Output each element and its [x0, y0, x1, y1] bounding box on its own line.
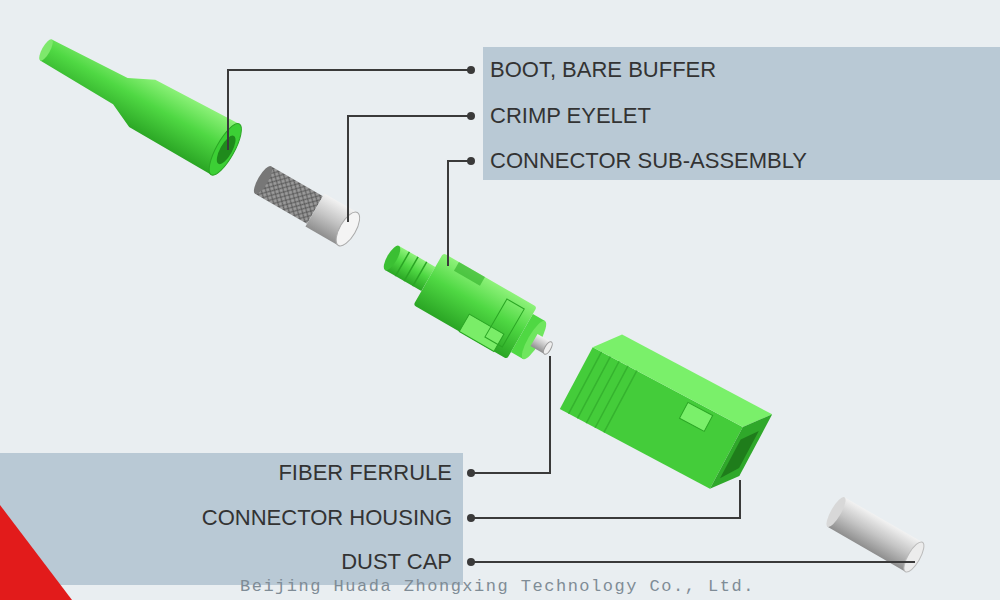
part-name: FIBER FERRULE	[278, 460, 452, 486]
part-name: DUST CAP	[341, 549, 452, 575]
leader-dots	[467, 66, 475, 566]
part-name: CONNECTOR SUB-ASSEMBLY	[490, 148, 807, 174]
part-name: CONNECTOR HOUSING	[202, 505, 452, 531]
housing-part	[560, 325, 772, 498]
watermark: Beijing Huada Zhongxing Technology Co., …	[240, 577, 755, 597]
label-panel: BOOT, BARE BUFFER CRIMP EYELET CONNECTOR S…	[483, 47, 1000, 180]
sub-assembly-part	[373, 230, 566, 376]
boot-part	[28, 23, 247, 179]
part-name: CRIMP EYELET	[490, 103, 651, 129]
part-name: BOOT, BARE BUFFER	[490, 57, 716, 83]
red-corner-shape	[0, 505, 72, 600]
label-panel: FIBER FERRULE CONNECTOR HOUSING DUST CAP	[0, 453, 463, 585]
red-corner	[0, 453, 80, 600]
